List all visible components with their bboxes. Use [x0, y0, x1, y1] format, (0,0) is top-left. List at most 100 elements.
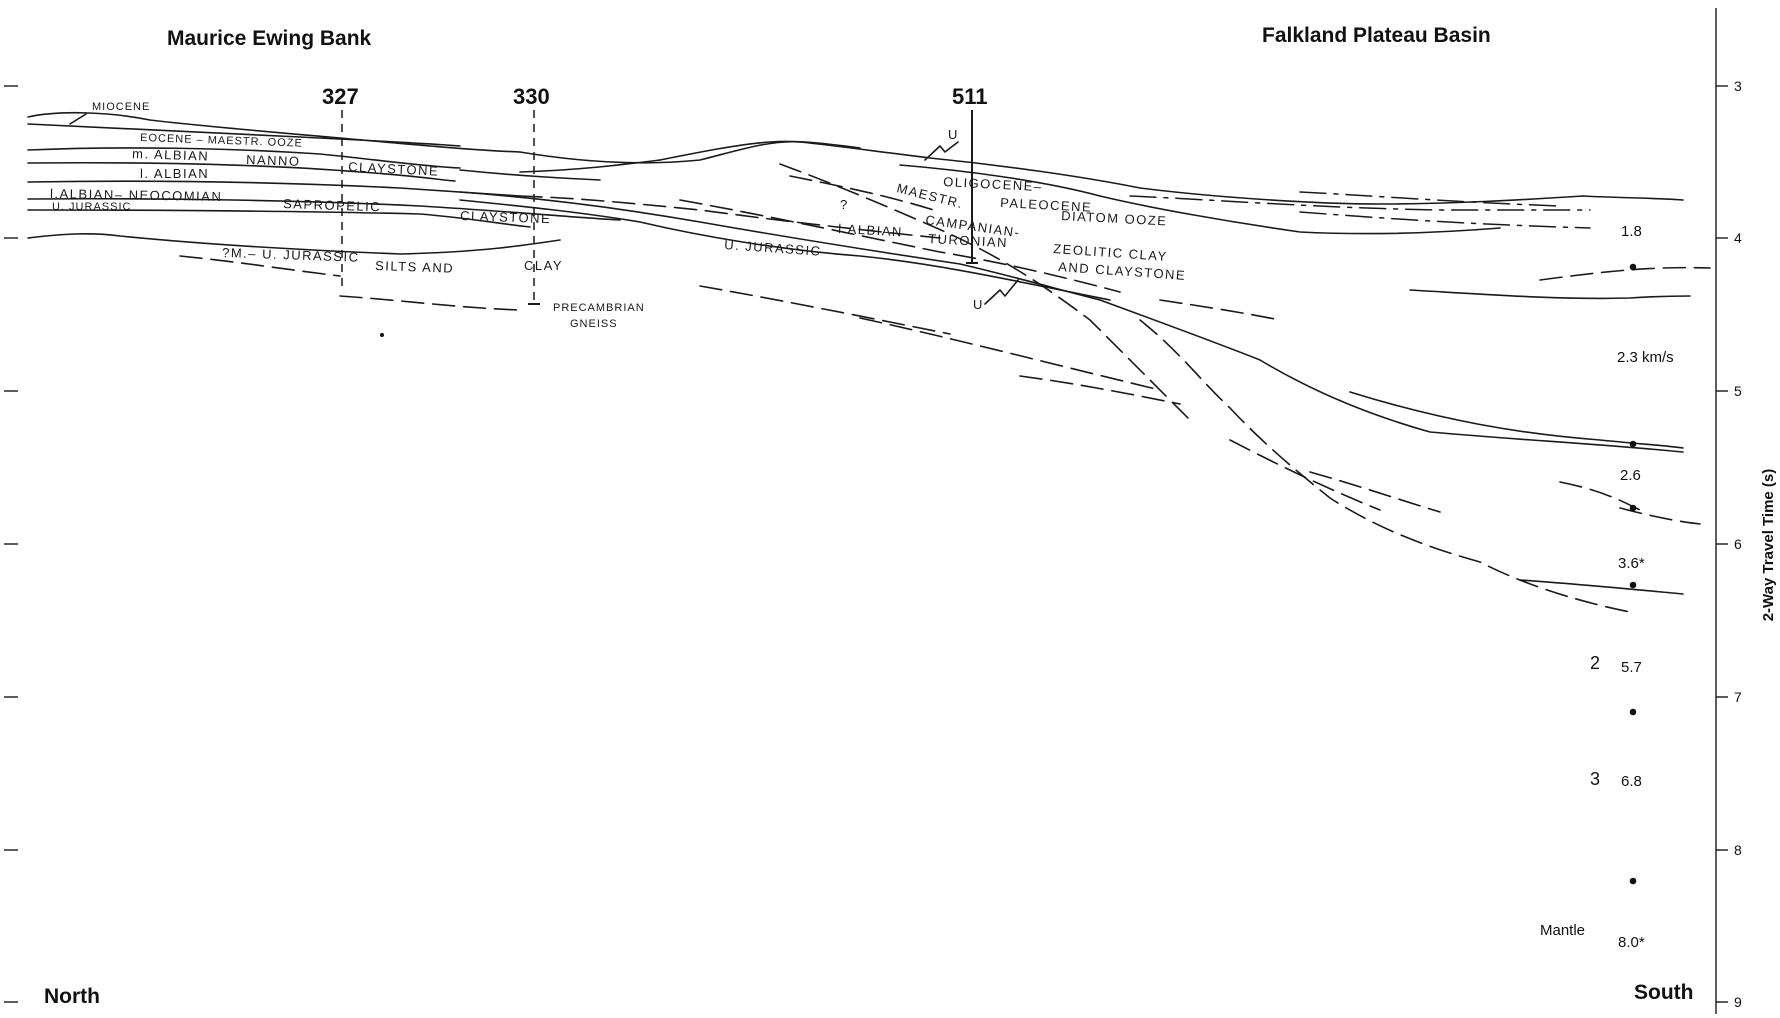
- reflector: [1349, 391, 1684, 449]
- dashed-reflector: [1619, 507, 1701, 525]
- left-edge-ticks: [4, 85, 18, 1003]
- leader-u-lower: [984, 279, 1019, 305]
- unit-miocene: MIOCENE: [92, 101, 150, 113]
- layer-labels: 2 3 Mantle: [1540, 653, 1600, 939]
- velocity-1-8: 1.8: [1621, 223, 1642, 240]
- reflector: [27, 209, 531, 228]
- tick-label: 6: [1734, 536, 1742, 552]
- unit-claystone-upper: CLAYSTONE: [348, 159, 440, 179]
- dashed-reflector: [779, 163, 1191, 421]
- direction-north: North: [44, 985, 100, 1008]
- unconformity-label-lower: U: [973, 297, 984, 312]
- dashed-reflector: [789, 175, 941, 213]
- tick-label: 8: [1734, 842, 1742, 858]
- site-327-label: 327: [322, 84, 359, 109]
- dash-dot-reflector: [1299, 191, 1561, 207]
- unit-sapropelic: SAPROPELIC: [283, 196, 382, 214]
- dashed-reflector: [339, 295, 521, 311]
- velocity-labels: 1.8 2.3 km/s 2.6 3.6* 5.7 6.8 8.0*: [1617, 223, 1674, 951]
- velocity-dot: [1629, 504, 1637, 512]
- velocity-dot: [1629, 440, 1637, 448]
- dashed-reflector: [179, 255, 341, 277]
- reflector: [27, 123, 461, 147]
- leader-miocene: [69, 113, 87, 125]
- unconformity-label-upper: U: [948, 127, 959, 142]
- tick-label: 9: [1734, 994, 1742, 1010]
- site-511-label: 511: [952, 84, 988, 109]
- time-axis-title: 2-Way Travel Time (s): [1760, 469, 1777, 622]
- site-330-label: 330: [513, 84, 550, 109]
- reflector: [1409, 289, 1691, 300]
- velocity-8-0: 8.0*: [1618, 934, 1645, 951]
- reflector: [519, 159, 661, 173]
- dashed-reflector: [1159, 299, 1281, 321]
- dashed-reflector: [1309, 471, 1441, 513]
- unit-clay: CLAY: [524, 258, 563, 273]
- reflector: [1519, 579, 1684, 595]
- dashed-reflector: [1139, 319, 1631, 613]
- unit-claystone-lower: CLAYSTONE: [460, 208, 552, 226]
- tick-label: 4: [1734, 230, 1742, 246]
- reflector: [27, 161, 456, 182]
- dashed-reflector: [1229, 439, 1381, 511]
- tick-label: 7: [1734, 689, 1742, 705]
- unit-silts-and: SILTS AND: [375, 258, 454, 276]
- tick-label: 3: [1734, 78, 1742, 94]
- reflector-basement: [459, 191, 1684, 453]
- velocity-6-8: 6.8: [1621, 773, 1642, 790]
- velocity-2-3: 2.3 km/s: [1617, 349, 1674, 366]
- direction-south: South: [1634, 981, 1693, 1004]
- unit-l-albian-right: l.ALBIAN: [838, 221, 903, 239]
- reflector: [27, 233, 561, 255]
- unit-nanno: NANNO: [246, 152, 301, 169]
- speck: [380, 333, 384, 337]
- time-axis-ticks: [1716, 85, 1728, 1003]
- reflector-miocene: [27, 111, 521, 153]
- unit-u-jurassic-middle: U. JURASSIC: [724, 237, 822, 259]
- velocity-dot: [1629, 581, 1637, 589]
- unit-eocene-maestr-ooze: EOCENE – MAESTR. OOZE: [140, 132, 303, 150]
- layer-3-label: 3: [1590, 769, 1600, 789]
- dashed-reflector: [679, 199, 1121, 293]
- unit-m-u-jurassic: ?M.– U. JURASSIC: [222, 245, 360, 265]
- dashed-reflectors: [179, 163, 1711, 613]
- velocity-2-6: 2.6: [1620, 467, 1641, 484]
- unit-question-mark: ?: [840, 197, 849, 212]
- dashed-reflector: [1539, 266, 1711, 281]
- reflector: [899, 164, 1501, 235]
- unit-and-claystone: AND CLAYSTONE: [1058, 259, 1187, 283]
- reflector-ridge: [659, 140, 861, 161]
- unit-labels: MIOCENE EOCENE – MAESTR. OOZE m. ALBIAN …: [50, 101, 1187, 330]
- dashed-reflector: [1019, 375, 1181, 405]
- reflector: [27, 147, 461, 169]
- unit-oligocene: OLIGOCENE–: [943, 174, 1043, 194]
- unit-l-albian: l. ALBIAN: [140, 166, 209, 181]
- layer-2-label: 2: [1590, 653, 1600, 673]
- velocity-3-6: 3.6*: [1618, 555, 1645, 572]
- seismic-reflectors: [27, 111, 1691, 595]
- unit-turonian: TURONIAN: [928, 231, 1009, 250]
- dash-dot-reflectors: [1129, 191, 1591, 229]
- velocity-dot: [1629, 877, 1637, 885]
- region-falkland-plateau-basin: Falkland Plateau Basin: [1262, 24, 1491, 47]
- tick-label: 5: [1734, 383, 1742, 399]
- unit-gneiss: GNEISS: [570, 318, 618, 330]
- reflector: [27, 197, 621, 221]
- dashed-reflector: [699, 285, 951, 335]
- unit-precambrian: PRECAMBRIAN: [553, 302, 645, 314]
- reflector: [459, 169, 601, 181]
- unit-paleocene: PALEOCENE: [1000, 195, 1093, 215]
- velocity-dot: [1629, 708, 1637, 716]
- mantle-label: Mantle: [1540, 922, 1585, 939]
- velocity-dots: [380, 263, 1637, 885]
- unit-u-jurassic-left: U. JURASSIC: [52, 201, 131, 213]
- time-axis-labels: 3 4 5 6 7 8 9: [1734, 78, 1742, 1010]
- dashed-reflector: [859, 317, 1161, 391]
- unit-l-albian-neocomian: l.ALBIAN– NEOCOMIAN: [50, 186, 223, 204]
- region-maurice-ewing-bank: Maurice Ewing Bank: [167, 27, 372, 50]
- unit-m-albian: m. ALBIAN: [132, 146, 210, 164]
- reflector: [459, 199, 1111, 301]
- reflector-seafloor: [519, 140, 1684, 205]
